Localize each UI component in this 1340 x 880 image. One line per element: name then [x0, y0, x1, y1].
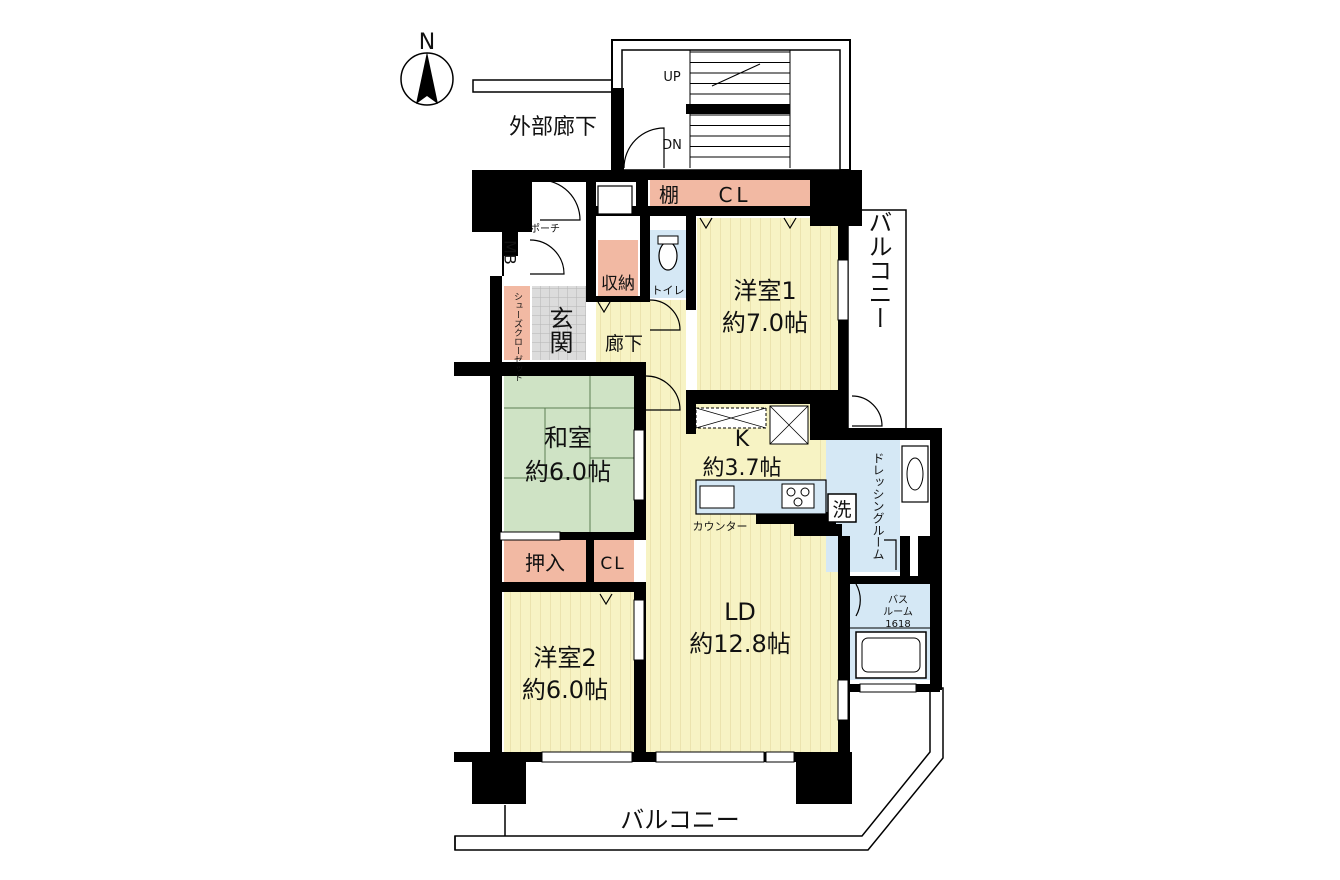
kitchen-size: 約3.7帖	[703, 456, 782, 481]
porch-door-swing-icon	[529, 239, 565, 275]
bath-label-3: 1618	[885, 619, 910, 630]
porch-label: ポーチ	[530, 223, 560, 235]
meter-box-icon	[597, 185, 633, 215]
dressing-label: ドレッシングルーム	[871, 452, 885, 560]
japanese-size: 約6.0帖	[525, 458, 611, 486]
kitchen-name: K	[735, 427, 750, 452]
japanese-room	[504, 376, 634, 532]
room-labels: 棚 CL 洋室1 約7.0帖 収納 トイレ ポーチ MB シューズクローゼット …	[501, 183, 913, 704]
entrance-label: 玄関	[545, 306, 573, 354]
western-room-1	[697, 218, 839, 390]
entrance-tile	[532, 286, 586, 360]
doors	[529, 179, 897, 617]
hallway-label: 廊下	[605, 333, 643, 355]
stair-door-swing-icon	[623, 127, 665, 169]
walls	[454, 170, 942, 804]
tatami-lines	[504, 376, 634, 532]
stairwell: UP DN 外部廊下	[472, 39, 851, 171]
bath-label-2: ルーム	[883, 606, 913, 618]
western-room-2	[504, 592, 634, 752]
exterior-corridor-label: 外部廊下	[509, 115, 597, 140]
stairs-down-label: DN	[662, 138, 682, 153]
north-arrow-icon	[416, 52, 438, 104]
storage-label: 収納	[601, 274, 635, 294]
stair-break-line	[711, 63, 761, 87]
shoe-closet	[504, 286, 530, 360]
stair-wall	[612, 88, 624, 170]
east-balcony	[847, 209, 907, 431]
washer-label: 洗	[832, 499, 851, 521]
top-closet	[650, 180, 810, 206]
stair-landing-wall	[686, 104, 790, 114]
western1-size: 約7.0帖	[722, 309, 808, 337]
east-balcony-label: バルコニー	[864, 210, 892, 330]
living-name: LD	[724, 598, 756, 626]
south-balcony	[454, 687, 944, 851]
top-closet-label: CL	[718, 183, 751, 207]
western2-size: 約6.0帖	[522, 676, 608, 704]
mid-closet	[592, 540, 634, 582]
washer-box	[827, 493, 857, 523]
oshiire-label: 押入	[525, 551, 565, 575]
corridor-railing	[472, 79, 614, 93]
fixtures	[504, 185, 932, 679]
counter-label: カウンター	[693, 520, 748, 533]
compass-label: N	[419, 30, 435, 55]
entrance-door-swing-icon	[539, 179, 581, 221]
toilet-label: トイレ	[652, 284, 685, 297]
bath-label-1: バス	[888, 594, 908, 606]
mid-closet-label: CL	[600, 554, 625, 574]
toilet-icon	[658, 241, 678, 271]
living-door-swing-icon	[645, 375, 681, 411]
western1-name: 洋室1	[733, 277, 796, 305]
south-balcony-label: バルコニー	[620, 806, 740, 834]
mb-label: MB	[501, 240, 520, 265]
oshiire-closet	[504, 540, 586, 582]
sink-icon	[699, 485, 735, 509]
stairs-up-label: UP	[663, 70, 681, 85]
north-compass: N	[400, 30, 454, 106]
shelf-label: 棚	[659, 183, 679, 207]
windows	[499, 259, 917, 763]
western2-name: 洋室2	[533, 644, 596, 672]
stove-icon	[781, 483, 815, 509]
storage-closet	[598, 240, 638, 298]
japanese-name: 和室	[544, 424, 592, 452]
living-size: 約12.8帖	[689, 630, 790, 658]
shoe-closet-label: シューズクローゼット	[512, 292, 523, 382]
